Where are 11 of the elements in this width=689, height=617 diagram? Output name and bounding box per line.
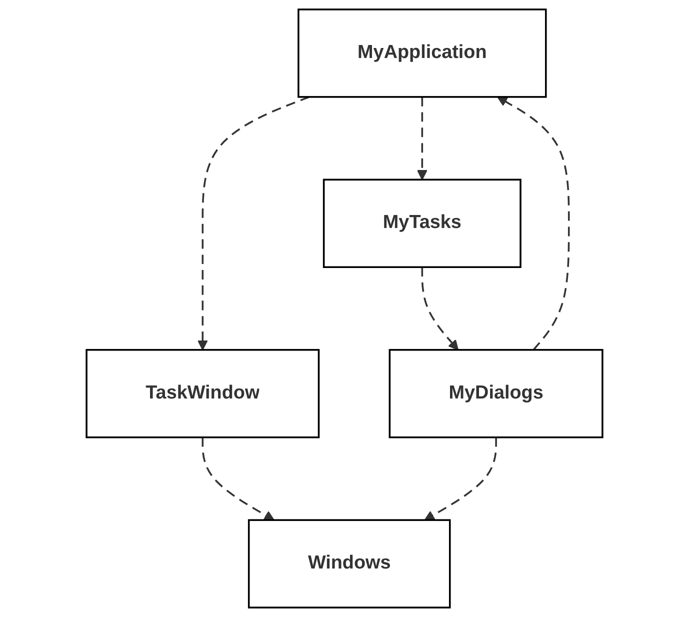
arrow — [424, 437, 497, 521]
node-box: MyDialogs — [388, 348, 604, 438]
arrow — [497, 96, 570, 350]
node-box: MyApplication — [298, 8, 547, 98]
node-box: Windows — [248, 519, 451, 608]
arrow — [421, 267, 459, 350]
node-box: MyTasks — [322, 178, 522, 268]
arrow — [416, 96, 428, 180]
arrow — [197, 96, 310, 350]
arrow — [202, 437, 274, 521]
node-box: TaskWindow — [86, 348, 320, 438]
